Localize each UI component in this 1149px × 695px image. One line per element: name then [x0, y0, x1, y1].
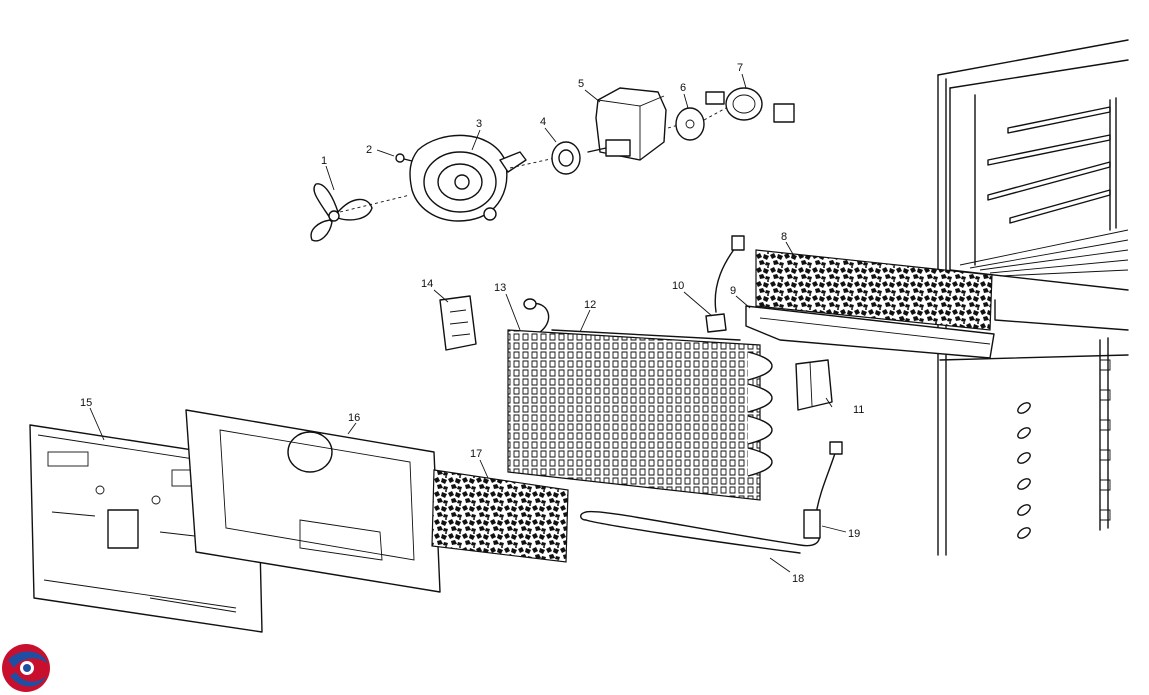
refrigerator-cabinet [937, 39, 1129, 556]
callout-17: 17 [470, 448, 482, 460]
shelf-clips [1017, 402, 1031, 539]
defrost-heater [580, 510, 821, 554]
motor-clamp [705, 87, 795, 123]
heater-bracket [795, 359, 833, 411]
callout-16: 16 [348, 412, 360, 424]
drain-trough [745, 305, 995, 359]
callout-15: 15 [80, 397, 92, 409]
fan-shroud [185, 409, 441, 593]
callout-labels: 1 2 3 4 5 6 7 8 9 10 11 12 13 14 15 16 1… [80, 62, 864, 585]
leader-lines [89, 73, 847, 573]
callout-5: 5 [578, 78, 584, 90]
callout-19: 19 [848, 528, 860, 540]
rack-hooks [1100, 359, 1111, 521]
callout-14: 14 [421, 278, 433, 290]
motor-mount [675, 107, 705, 141]
callout-10: 10 [672, 280, 684, 292]
screw [395, 153, 413, 163]
evaporator [507, 298, 773, 501]
callout-11: 11 [853, 404, 864, 416]
callout-6: 6 [680, 82, 686, 94]
fan-motor-bracket [409, 134, 527, 222]
fan-blade [310, 183, 373, 242]
deodorizer-block [439, 295, 477, 351]
callout-8: 8 [781, 231, 787, 243]
callout-2: 2 [366, 144, 372, 156]
defrost-thermostat [705, 235, 745, 333]
callout-4: 4 [540, 116, 546, 128]
insulation-pad [431, 469, 569, 563]
callout-13: 13 [494, 282, 506, 294]
grommet [551, 141, 581, 175]
insulation-strip-top [755, 249, 993, 331]
callout-9: 9 [730, 285, 736, 297]
callout-18: 18 [792, 573, 804, 585]
callout-12: 12 [584, 299, 596, 311]
callout-1: 1 [321, 155, 327, 167]
callout-7: 7 [737, 62, 743, 74]
fan-motor [587, 87, 667, 161]
swirl-logo-icon [2, 644, 50, 692]
heater-harness [803, 441, 843, 539]
callout-3: 3 [476, 118, 482, 130]
